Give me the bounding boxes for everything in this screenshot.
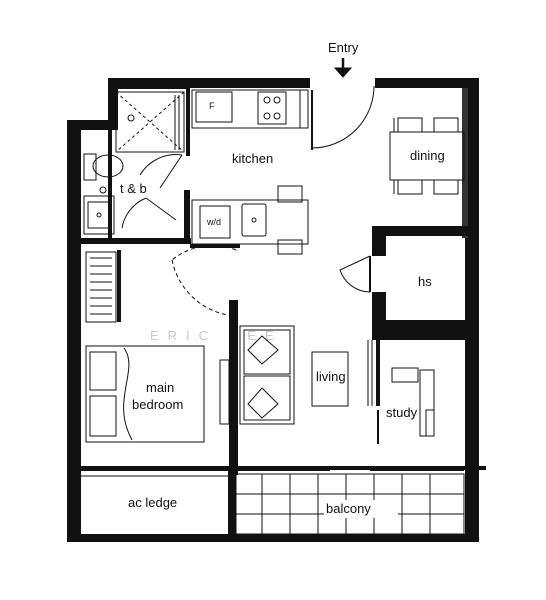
kitchen-fixtures [171,85,375,317]
exterior-walls [67,78,479,542]
dining-set [389,117,465,195]
room-label-dining: dining [410,148,445,163]
room-label-hs: hs [418,274,432,289]
room-label-tb: t & b [120,181,147,196]
room-label-balcony: balcony [326,501,371,516]
room-label-ac-ledge: ac ledge [128,495,177,510]
toilet-and-bath [83,91,185,235]
room-label-living: living [316,369,346,384]
fridge-label: F [209,101,215,111]
room-label-study: study [386,405,418,420]
room-label-main-bedroom-line1: main [146,380,174,395]
bedroom-furniture [85,251,230,443]
watermark: ERIC SEE [150,328,283,343]
living-furniture [239,325,373,425]
room-label-kitchen: kitchen [232,151,273,166]
washer-dryer-label: w/d [206,217,221,227]
interior-walls [81,86,486,542]
entry-label: Entry [328,40,359,55]
study-furniture [377,367,435,444]
hs-door [339,255,371,293]
room-label-main-bedroom-line2: bedroom [132,397,183,412]
entry-arrow-icon [333,58,353,78]
